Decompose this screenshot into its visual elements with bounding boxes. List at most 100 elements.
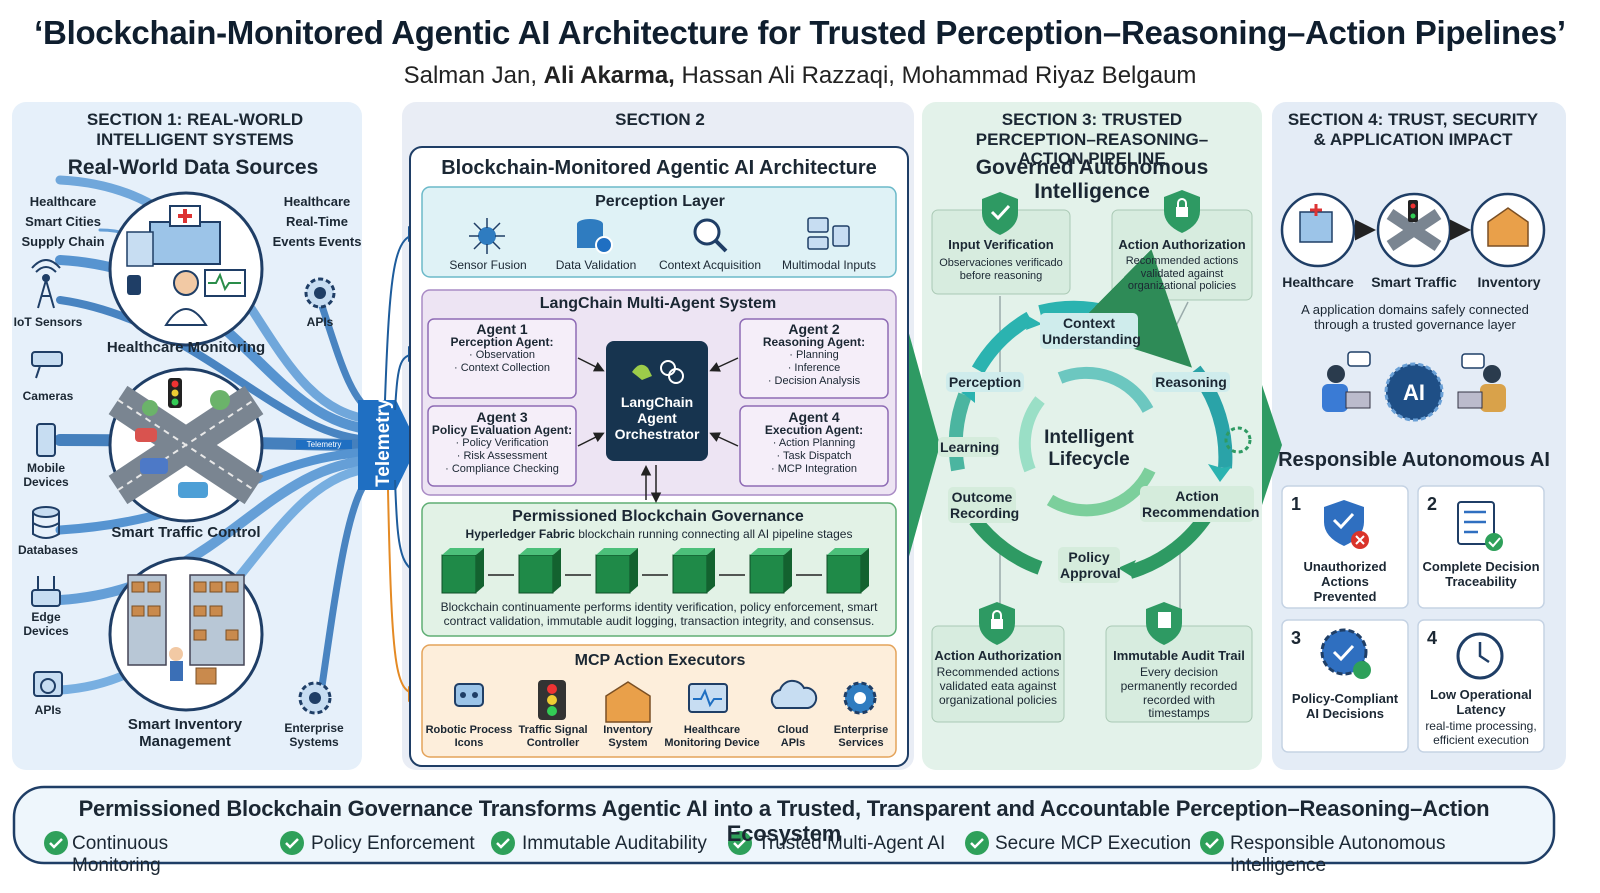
mcp-inventory: Inventory System: [603, 724, 653, 749]
label-events: Events Events: [272, 234, 362, 249]
agent-2-number: Agent 2: [788, 321, 840, 337]
ai-badge: AI: [1403, 380, 1425, 405]
cycle-outcome: Outcome Recording: [948, 487, 1019, 524]
domain-desc: A application domains safely connected t…: [1301, 302, 1529, 332]
benefit-1-number: 1: [1290, 494, 1301, 514]
perception-icons: [469, 217, 850, 254]
section3-heading: SECTION 3: TRUSTED PERCEPTION–REASONING–…: [975, 110, 1209, 169]
check-icons: [44, 831, 1224, 855]
section3-title: Governed Autonomous Intelligence: [975, 156, 1209, 204]
blockchain-cubes: [441, 548, 869, 594]
agent-3-role: Policy Evaluation Agent:: [431, 423, 573, 437]
section2-heading: SECTION 2: [615, 110, 705, 129]
agent-4-number: Agent 4: [788, 409, 840, 425]
benefit-4-number: 4: [1426, 628, 1437, 648]
agent-1-item: · Observation: [468, 349, 536, 361]
device-edge: Edge Devices: [23, 610, 69, 638]
section1-title: Real-World Data Sources: [67, 156, 319, 179]
orchestrator-label: LangChain Agent Orchestrator: [614, 394, 700, 443]
perception-sensor-fusion: Sensor Fusion: [449, 258, 527, 272]
agent-4-item: · MCP Integration: [770, 463, 857, 475]
input-verification-title: Input Verification: [948, 237, 1054, 252]
cycle-reasoning: Reasoning: [1152, 372, 1230, 393]
authors: Salman Jan, Ali Akarma, Hassan Ali Razza…: [0, 62, 1600, 90]
hyperledger-label: Hyperledger Fabric: [465, 527, 575, 541]
agent-3-item: · Compliance Checking: [445, 463, 559, 475]
perception-context-acquisition: Context Acquisition: [658, 258, 762, 272]
author-3: Hassan Ali Razzaqi, Mohammad Riyaz Belga…: [681, 62, 1197, 89]
perception-title: Perception Layer: [595, 193, 725, 210]
author-1: Salman Jan,: [403, 62, 537, 89]
audit-title: Immutable Audit Trail: [1113, 648, 1245, 663]
circle-label-healthcare: Healthcare Monitoring: [106, 339, 266, 356]
perception-multimodal: Multimodal Inputs: [781, 258, 877, 272]
domain-traffic: Smart Traffic: [1371, 274, 1457, 290]
label-healthcare-r: Healthcare: [283, 194, 351, 209]
author-2: Ali Akarma,: [543, 62, 675, 89]
cycle-policy: Policy Approval: [1058, 547, 1121, 584]
benefit-2-title: Complete Decision Traceability: [1422, 559, 1540, 589]
device-icons: [31, 259, 63, 697]
agent-2-item: · Decision Analysis: [767, 375, 861, 387]
device-apis: APIs: [34, 703, 62, 717]
action-auth-top-title: Action Authorization: [1118, 237, 1246, 252]
section1-heading: SECTION 1: REAL-WORLD INTELLIGENT SYSTEM…: [86, 110, 304, 149]
cycle-context: Context Understanding: [1040, 313, 1141, 350]
ai-people: [1322, 351, 1506, 422]
benefit-4-title: Low Operational Latency: [1430, 687, 1532, 717]
benefit-icons: [1320, 500, 1504, 680]
blockchain-description: Blockchain continuamente performs identi…: [440, 600, 878, 628]
audit-desc: Every decision permanently recorded reco…: [1120, 665, 1238, 721]
apis-label: APIs: [306, 315, 334, 329]
agent-4-role: Execution Agent:: [764, 423, 864, 437]
shield-icons: [979, 190, 1252, 645]
mcp-robotic: Robotic Process Icons: [425, 724, 513, 749]
cycle-center: Intelligent Lifecycle: [1044, 427, 1134, 470]
benefit-2-number: 2: [1426, 494, 1437, 514]
agent-1-number: Agent 1: [476, 321, 528, 337]
footer-title: Permissioned Blockchain Governance Trans…: [78, 796, 1490, 847]
device-mobile: Mobile Devices: [23, 461, 69, 489]
cycle-learning: Learning: [938, 437, 1000, 458]
enterprise-label: Enterprise Systems: [284, 721, 344, 749]
agent-4-item: · Action Planning: [772, 437, 856, 449]
action-auth-bottom-desc: Recommended actions validated eata again…: [936, 665, 1060, 707]
footer-item-policy: Policy Enforcement: [311, 833, 475, 854]
label-smart-cities: Smart Cities: [25, 214, 101, 229]
action-auth-bottom-title: Action Authorization: [934, 648, 1062, 663]
page-title: ‘Blockchain-Monitored Agentic AI Archite…: [34, 14, 1566, 51]
cycle-action-rec: Action Recommendation: [1140, 486, 1259, 523]
label-real-time: Real-Time: [286, 214, 348, 229]
agent-3: Agent 3 Policy Evaluation Agent: · Polic…: [428, 409, 576, 476]
langchain-title: LangChain Multi-Agent System: [539, 295, 777, 312]
hospital-icon: [126, 205, 246, 326]
device-cameras: Cameras: [22, 389, 74, 403]
mcp-healthcare: Healthcare Monitoring Device: [664, 724, 760, 749]
label-supply-chain: Supply Chain: [21, 234, 105, 249]
benefit-4-desc: real-time processing, efficient executio…: [1425, 719, 1537, 747]
mcp-traffic: Traffic Signal Controller: [518, 724, 588, 749]
section4-heading: SECTION 4: TRUST, SECURITY & APPLICATION…: [1287, 110, 1539, 149]
footer-item-audit: Immutable Auditability: [522, 833, 707, 854]
footer-item-responsible: Responsible Autonomous Intelligence: [1230, 833, 1446, 876]
agent-1-role: Perception Agent:: [450, 335, 554, 349]
domain-healthcare: Healthcare: [1282, 274, 1354, 290]
footer-item-monitoring: Continuous Monitoring: [72, 833, 169, 876]
domain-icons: [1280, 192, 1546, 268]
agent-4-item: · Task Dispatch: [776, 450, 852, 462]
gear-icons: [298, 277, 336, 715]
section4-title: Responsible Autonomous AI: [1278, 449, 1550, 471]
footer-item-mcp: Secure MCP Execution: [995, 833, 1192, 854]
device-databases: Databases: [17, 543, 79, 557]
benefit-3-number: 3: [1290, 628, 1301, 648]
circle-label-inventory: Smart Inventory Management: [127, 716, 243, 751]
blockchain-title: Permissioned Blockchain Governance: [512, 508, 804, 525]
agent-1: Agent 1 Perception Agent: · Observation …: [428, 321, 576, 375]
action-auth-top-desc: Recommended actions validated against or…: [1125, 255, 1239, 293]
agent-3-number: Agent 3: [476, 409, 528, 425]
device-iot: IoT Sensors: [13, 315, 83, 329]
label-healthcare: Healthcare: [29, 194, 97, 209]
section2-title: Blockchain-Monitored Agentic AI Architec…: [441, 157, 877, 179]
mcp-cloud: Cloud APIs: [777, 724, 809, 749]
